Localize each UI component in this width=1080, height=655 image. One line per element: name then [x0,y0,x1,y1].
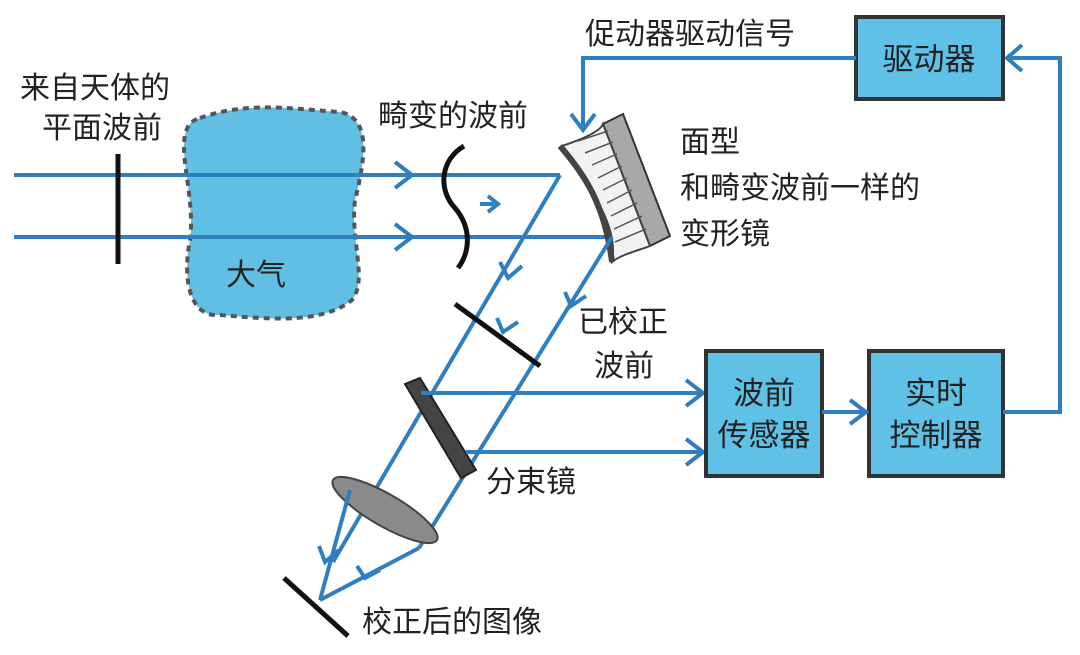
small-beam-arrow-head [486,194,502,214]
source-label-line1: 来自天体的 [20,71,170,106]
corrected-label-line1: 已校正 [578,305,668,340]
wfs-box-label-line1: 波前 [733,376,795,412]
split-arrow-upper [684,378,707,408]
converging-arrow-2 [355,564,381,581]
image-plane [282,576,350,638]
beam-splitter [403,376,478,480]
realtime-controller-box [867,349,1005,478]
driver-to-dm-signal [581,56,856,126]
rtc-to-driver-arrow [1003,43,1024,73]
distorted-wavefront-label: 畸变的波前 [378,99,528,134]
actuator-signal-label: 促动器驱动信号 [585,17,795,52]
dm-label-line3: 变形镜 [680,217,770,252]
dm-label-line2: 和畸变波前一样的 [680,171,920,206]
rtc-box-label-line2: 控制器 [890,418,983,454]
distorted-wavefront-curve [441,143,470,270]
dm-label-line1: 面型 [680,125,740,160]
rtc-box-label-line1: 实时 [905,376,967,412]
corrected-wavefront-line [453,301,542,369]
reflected-arrow-2 [563,291,588,309]
split-arrow-lower [684,437,707,467]
focusing-lens [331,475,439,545]
atmosphere-blob [182,105,366,321]
rtc-to-driver-loop [1003,56,1062,414]
driver-box [854,15,1005,101]
atmosphere-label: 大气 [226,258,286,293]
converging-beam-left [318,489,352,601]
converging-arrow-1 [317,545,341,566]
beam-arrow-2 [393,222,416,252]
reflected-arrow-3 [495,317,520,335]
wfs-box-label-line2: 传感器 [718,418,811,454]
wfs-to-rtc-arrow [848,398,870,426]
source-label-line2: 平面波前 [42,111,162,146]
corrected-image-label: 校正后的图像 [362,605,542,640]
reflected-arrow-1 [498,261,524,282]
beam-splitter-label: 分束镜 [486,465,576,500]
corrected-label-line2: 波前 [594,349,654,384]
driver-box-label: 驱动器 [883,42,976,78]
wavefront-sensor-box [704,349,824,478]
deformable-mirror [557,112,672,265]
driver-to-dm-arrow [569,112,597,134]
beam-arrow-1 [393,160,416,190]
